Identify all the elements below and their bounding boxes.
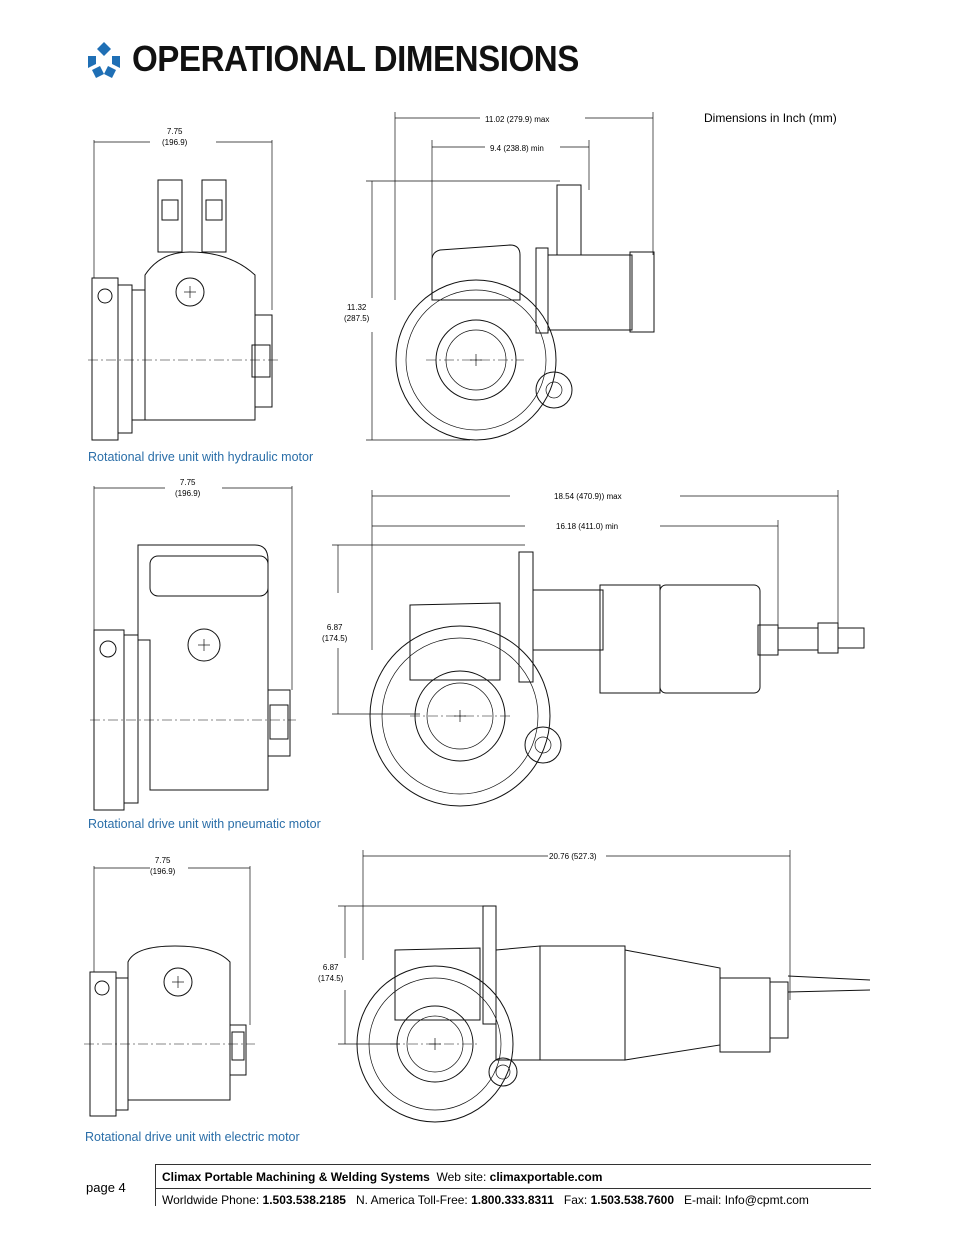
pneumatic-min-dim: 16.18 (411.0) min (556, 522, 619, 531)
page-title: OPERATIONAL DIMENSIONS (132, 38, 579, 79)
tollfree-number: 1.800.333.8311 (471, 1193, 554, 1207)
email-label: E-mail: (684, 1193, 722, 1207)
pneumatic-caption: Rotational drive unit with pneumatic mot… (88, 817, 321, 831)
hydraulic-max-dim: 11.02 (279.9) max (485, 115, 550, 124)
company-name: Climax Portable Machining & Welding Syst… (162, 1170, 430, 1184)
hydraulic-min-dim: 9.4 (238.8) min (490, 144, 544, 153)
pneumatic-side-view (90, 486, 296, 811)
technical-drawings (84, 112, 871, 1123)
electric-side-view (84, 866, 255, 1117)
footer-rule (155, 1164, 871, 1165)
phone-number: 1.503.538.2185 (262, 1193, 346, 1207)
electric-length-dim: 20.76 (527.3) (549, 852, 597, 861)
pneumatic-side-width-dim: 7.75(196.9) (175, 478, 201, 498)
pneumatic-front-view (332, 490, 865, 807)
footer-rule-lower (155, 1188, 871, 1189)
footer-contact-line: Worldwide Phone: 1.503.538.2185 N. Ameri… (162, 1193, 809, 1207)
fax-label: Fax: (563, 1193, 588, 1207)
units-note: Dimensions in Inch (mm) (704, 111, 837, 125)
hydraulic-height-dim: 11.32(287.5) (344, 303, 370, 323)
hydraulic-side-width-dim: 7.75(196.9) (162, 127, 188, 147)
website-link[interactable]: climaxportable.com (489, 1170, 603, 1184)
fax-number: 1.503.538.7600 (590, 1193, 674, 1207)
phone-label: Worldwide Phone: (162, 1193, 260, 1207)
hydraulic-front-view (366, 112, 655, 441)
electric-side-width-dim: 7.75(196.9) (150, 856, 176, 876)
electric-caption: Rotational drive unit with electric moto… (85, 1130, 300, 1144)
hydraulic-side-view (88, 140, 278, 441)
website-label: Web site: (436, 1170, 487, 1184)
climax-logo-icon (88, 42, 120, 78)
hydraulic-caption: Rotational drive unit with hydraulic mot… (88, 450, 314, 464)
footer-divider (155, 1164, 156, 1206)
footer-company-line: Climax Portable Machining & Welding Syst… (162, 1170, 602, 1184)
pneumatic-max-dim: 18.54 (470.9)) max (554, 492, 622, 501)
pneumatic-height-dim: 6.87(174.5) (322, 623, 348, 643)
tollfree-label: N. America Toll-Free: (355, 1193, 468, 1207)
electric-front-view (338, 850, 871, 1123)
electric-height-dim: 6.87(174.5) (318, 963, 344, 983)
email-link[interactable]: Info@cpmt.com (724, 1193, 809, 1207)
page-number: page 4 (86, 1180, 126, 1195)
